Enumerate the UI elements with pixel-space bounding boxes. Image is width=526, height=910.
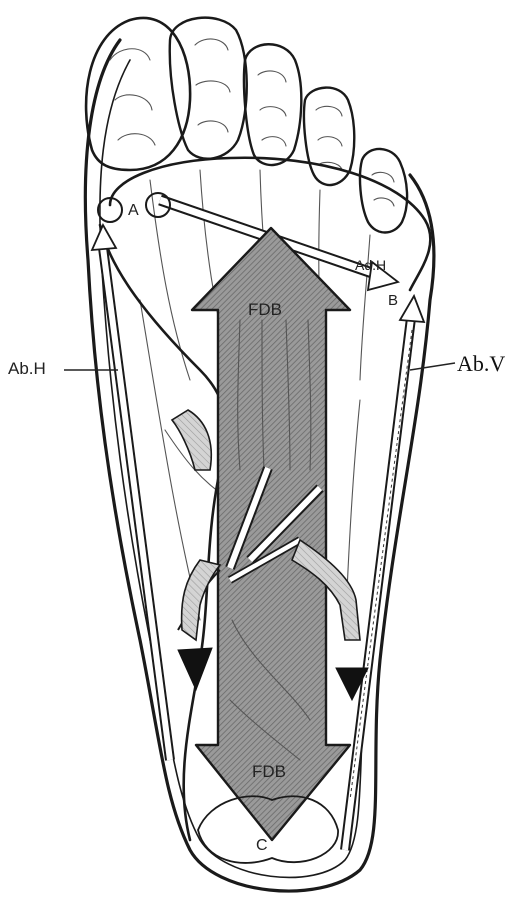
label-ab-v: Ab.V <box>457 351 505 376</box>
third-toe <box>244 44 301 165</box>
medial-black-arrowhead <box>178 648 212 690</box>
quadratus-plantae <box>172 410 211 470</box>
toes <box>86 18 407 233</box>
label-c: C <box>256 837 268 854</box>
big-toe <box>86 18 190 170</box>
ab-v-arrow <box>345 296 424 850</box>
fifth-toe <box>360 149 407 233</box>
label-ad-h: Ad.H <box>355 257 386 273</box>
ab-v-leader <box>410 363 455 370</box>
label-fdb-top: FDB <box>248 300 282 319</box>
label-a: A <box>128 202 139 219</box>
label-fdb-bottom: FDB <box>252 762 286 781</box>
label-b: B <box>388 292 398 309</box>
label-ab-h: Ab.H <box>8 359 46 378</box>
medial-muscle-band <box>182 560 220 640</box>
